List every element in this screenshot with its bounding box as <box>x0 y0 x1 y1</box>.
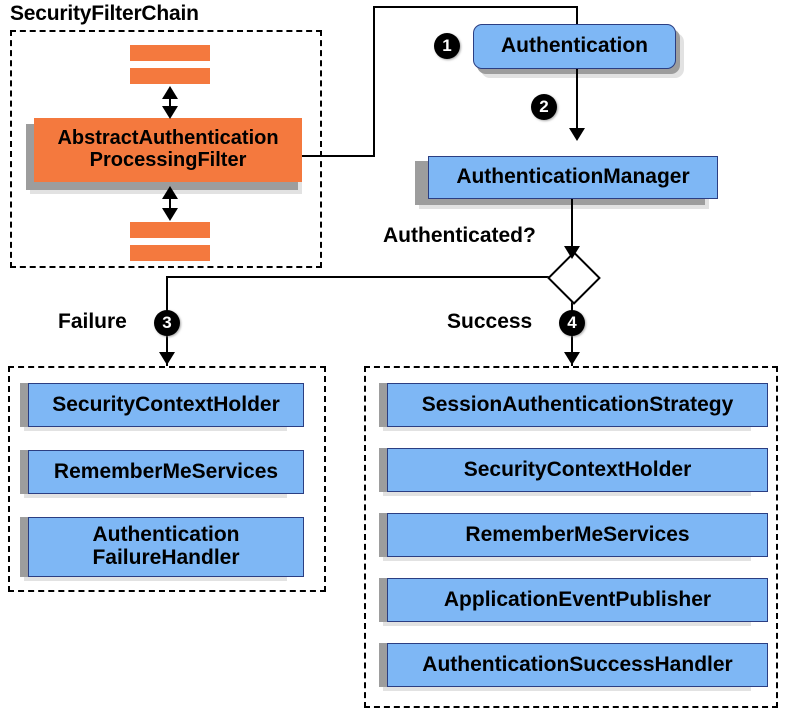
step-badge-1: 1 <box>434 33 460 59</box>
node-label-line1: AbstractAuthentication <box>57 127 279 150</box>
security-filter-chain-title: SecurityFilterChain <box>10 2 199 25</box>
filter-link-bottom-arrow-down <box>162 208 178 221</box>
failure-label: Failure <box>58 310 127 333</box>
security-filter-chain-container <box>10 30 322 268</box>
connector-manager-to-decision <box>571 199 573 257</box>
node-authentication[interactable]: Authentication <box>473 24 676 69</box>
failure-item-security-context-holder[interactable]: SecurityContextHolder <box>28 383 304 427</box>
failure-item-label: RememberMeServices <box>53 459 279 483</box>
failure-item-label-line1: Authentication <box>92 523 240 547</box>
node-label-line2: ProcessingFilter <box>89 149 247 171</box>
node-authentication-manager[interactable]: AuthenticationManager <box>428 156 718 199</box>
success-item-security-context-holder[interactable]: SecurityContextHolder <box>387 448 768 492</box>
connector-filter-to-auth-h1 <box>302 155 375 157</box>
filter-bar-bottom-2 <box>130 245 210 261</box>
filter-link-bottom-arrow-up <box>162 186 178 199</box>
failure-branch-container <box>8 366 326 592</box>
failure-item-label-line2: FailureHandler <box>92 546 240 569</box>
success-item-authentication-success-handler[interactable]: AuthenticationSuccessHandler <box>387 643 768 687</box>
success-branch-container <box>364 366 778 708</box>
failure-item-label: SecurityContextHolder <box>52 392 280 416</box>
success-label: Success <box>447 310 533 333</box>
decision-diamond <box>547 251 601 305</box>
filter-bar-top-1 <box>130 45 210 61</box>
success-item-session-authentication-strategy[interactable]: SessionAuthenticationStrategy <box>387 383 768 427</box>
failure-item-remember-me-services[interactable]: RememberMeServices <box>28 450 304 494</box>
node-authentication-manager-label: AuthenticationManager <box>456 165 690 189</box>
connector-auth-to-manager-arrow <box>569 128 585 141</box>
success-item-label: RememberMeServices <box>465 522 690 546</box>
filter-link-top-line <box>169 88 171 116</box>
filter-link-bottom-line <box>169 190 171 218</box>
filter-link-top-arrow-down <box>162 106 178 119</box>
connector-manager-to-decision-arrow <box>564 246 580 259</box>
step-badge-3: 3 <box>154 310 180 336</box>
success-item-remember-me-services[interactable]: RememberMeServices <box>387 513 768 557</box>
filter-bar-bottom-1 <box>130 222 210 238</box>
connector-filter-to-auth-h2 <box>373 6 578 8</box>
success-item-label: AuthenticationSuccessHandler <box>422 652 733 676</box>
connector-auth-to-manager <box>576 69 578 135</box>
failure-item-authentication-failure-handler[interactable]: Authentication FailureHandler <box>28 517 304 577</box>
connector-filter-to-auth-v2 <box>576 6 578 26</box>
step-badge-4: 4 <box>559 310 585 336</box>
success-item-label: ApplicationEventPublisher <box>443 587 712 611</box>
node-authentication-label: Authentication <box>501 34 648 58</box>
decision-question-label: Authenticated? <box>383 224 536 247</box>
connector-success-arrow <box>564 352 580 365</box>
node-abstract-authentication-processing-filter[interactable]: AbstractAuthentication ProcessingFilter <box>34 118 302 182</box>
connector-failure-arrow <box>159 352 175 365</box>
success-item-label: SessionAuthenticationStrategy <box>421 392 734 416</box>
connector-filter-to-auth-v <box>373 6 375 157</box>
step-badge-2: 2 <box>531 94 557 120</box>
filter-bar-top-2 <box>130 68 210 84</box>
connector-decision-failure-h <box>166 276 556 278</box>
filter-link-top-arrow-up <box>162 86 178 99</box>
success-item-application-event-publisher[interactable]: ApplicationEventPublisher <box>387 578 768 622</box>
success-item-label: SecurityContextHolder <box>463 457 692 481</box>
